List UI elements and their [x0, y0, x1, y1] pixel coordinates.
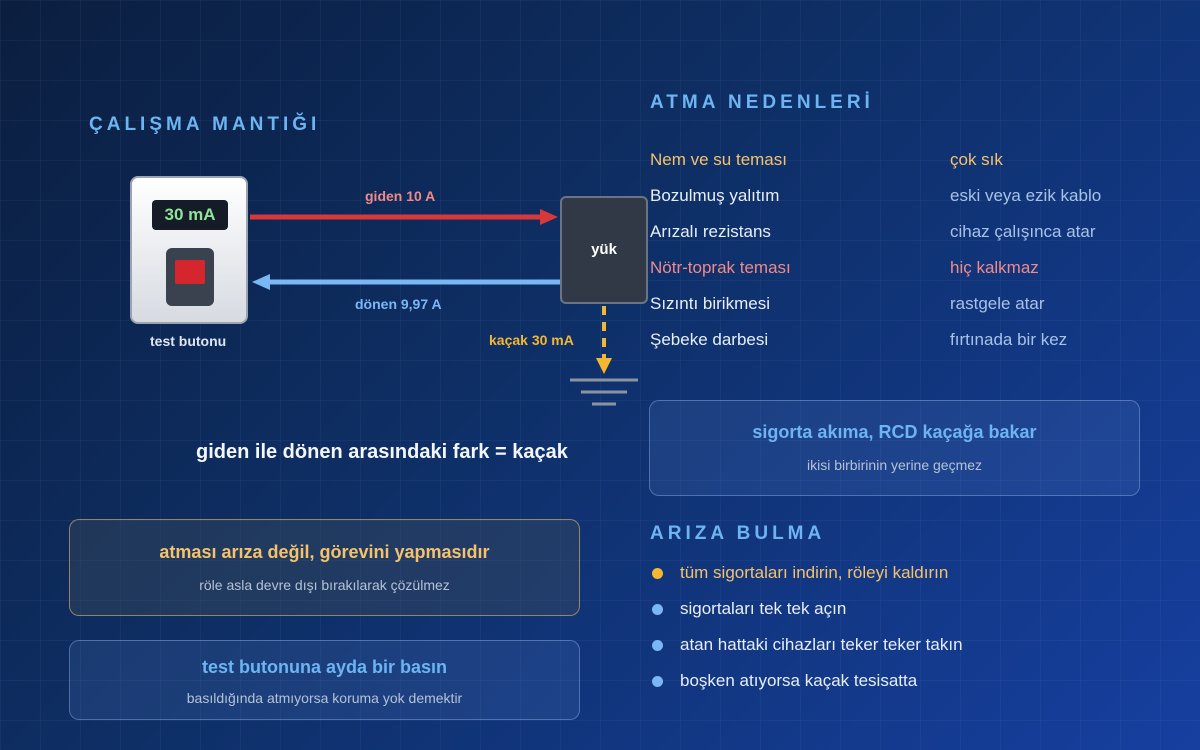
difference-formula: giden ile dönen arasındaki fark = kaçak	[196, 441, 568, 463]
tripping-note-box: atması arıza değil, görevini yapmasıdır …	[69, 519, 580, 616]
ground-symbol-icon	[570, 378, 638, 406]
leakage-arrowhead	[596, 358, 612, 374]
test-reminder-subtitle: basıldığında atmıyorsa koruma yok demekt…	[186, 690, 463, 706]
test-reminder-title: test butonuna ayda bir basın	[201, 657, 448, 677]
trip-causes-heading: ATMA NEDENLERİ	[650, 92, 874, 113]
fuse-vs-rcd-subtitle: ikisi birbirinin yerine geçmez	[806, 457, 983, 473]
cause-name: Şebeke darbesi	[650, 330, 769, 349]
test-button[interactable]	[166, 248, 214, 306]
leakage-current-label: kaçak 30 mA	[489, 332, 574, 348]
cause-note: eski veya ezik kablo	[950, 186, 1102, 205]
bullet-icon	[652, 676, 663, 687]
test-button-caption: test butonu	[150, 333, 227, 349]
tripping-note-subtitle: röle asla devre dışı bırakılarak çözülme…	[199, 577, 450, 593]
cause-name: Nötr-toprak teması	[650, 258, 791, 277]
outgoing-arrowhead	[540, 209, 558, 225]
test-button-red-cap	[175, 260, 205, 284]
load-box: yük	[560, 196, 648, 304]
cause-note: hiç kalkmaz	[950, 258, 1039, 277]
fuse-vs-rcd-title: sigorta akıma, RCD kaçağa bakar	[752, 422, 1037, 442]
fault-finding-heading: ARIZA BULMA	[650, 523, 826, 544]
fault-step: atan hattaki cihazları teker teker takın	[680, 635, 963, 654]
rcd-rating-display: 30 mA	[152, 200, 228, 230]
tripping-note-title: atması arıza değil, görevini yapmasıdır	[159, 542, 490, 562]
cause-note: fırtınada bir kez	[950, 330, 1068, 349]
fault-step: sigortaları tek tek açın	[680, 599, 847, 618]
cause-note: çok sık	[950, 150, 1003, 169]
fault-step: tüm sigortaları indirin, röleyi kaldırın	[680, 563, 949, 582]
cause-note: rastgele atar	[950, 294, 1045, 313]
return-arrowhead	[252, 274, 270, 290]
cause-name: Nem ve su teması	[650, 150, 787, 169]
fault-step: boşken atıyorsa kaçak tesisatta	[680, 671, 918, 690]
cause-name: Bozulmuş yalıtım	[650, 186, 780, 205]
bullet-icon	[652, 640, 663, 651]
bullet-icon	[652, 568, 663, 579]
bullet-icon	[652, 604, 663, 615]
outgoing-current-label: giden 10 A	[365, 188, 436, 204]
cause-note: cihaz çalışınca atar	[950, 222, 1096, 241]
cause-name: Arızalı rezistans	[650, 222, 771, 241]
return-current-label: dönen 9,97 A	[355, 296, 442, 312]
cause-name: Sızıntı birikmesi	[650, 294, 770, 313]
rcd-device: 30 mA	[130, 176, 248, 324]
test-reminder-box: test butonuna ayda bir basın basıldığınd…	[69, 640, 580, 720]
fuse-vs-rcd-box: sigorta akıma, RCD kaçağa bakar ikisi bi…	[649, 400, 1140, 496]
working-principle-heading: ÇALIŞMA MANTIĞI	[89, 114, 321, 135]
